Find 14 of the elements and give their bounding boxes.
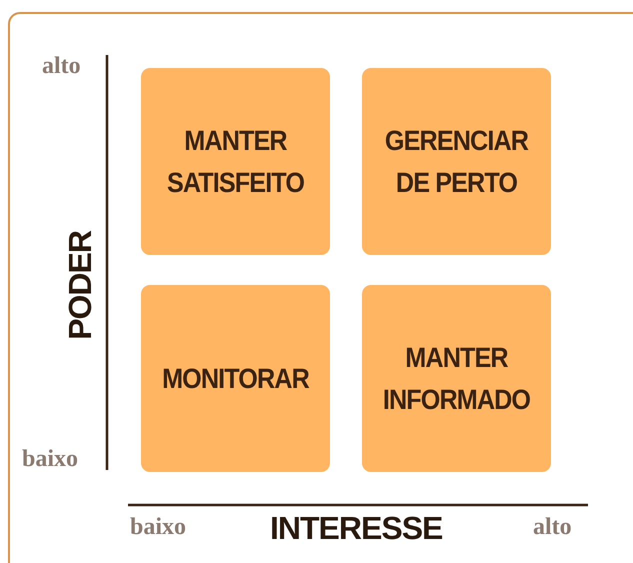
quadrant-box bbox=[362, 285, 551, 472]
axis-title: INTERESSE bbox=[270, 510, 442, 547]
axis-title: PODER bbox=[62, 230, 99, 340]
quadrant-label: MONITORAR bbox=[161, 362, 310, 396]
quadrant-box bbox=[362, 68, 551, 255]
axis-end-label: baixo bbox=[22, 446, 78, 473]
quadrant-label: MANTER SATISFEITO bbox=[166, 124, 306, 200]
quadrant-label: GERENCIAR DE PERTO bbox=[384, 124, 530, 200]
axis-end-label: alto bbox=[533, 514, 572, 541]
axis-end-label: baixo bbox=[130, 514, 186, 541]
quadrant-box bbox=[141, 285, 330, 472]
quadrant-label: MANTER INFORMADO bbox=[382, 340, 532, 416]
quadrant-box bbox=[141, 68, 330, 255]
axis-end-label: alto bbox=[42, 53, 81, 80]
